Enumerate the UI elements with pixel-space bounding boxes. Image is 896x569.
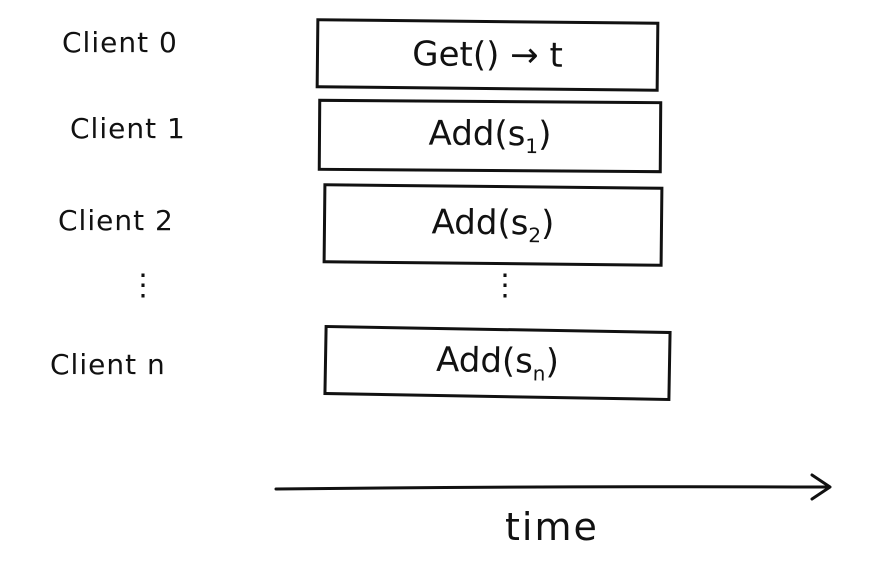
time-axis-label: time: [505, 505, 599, 549]
client-1-operation-box: Add(s1): [317, 98, 663, 174]
operation-ellipsis: ⋮: [490, 268, 520, 303]
client-0-operation-box: Get() → t: [315, 18, 660, 92]
client-2-operation-text: Add(s2): [431, 201, 555, 247]
client-1-operation-text: Add(s1): [428, 113, 552, 158]
client-1-label: Client 1: [70, 112, 186, 145]
client-2-operation-box: Add(s2): [322, 183, 664, 267]
client-n-label: Client n: [50, 348, 166, 381]
time-axis-line: [274, 485, 830, 491]
client-ellipsis: ⋮: [128, 268, 158, 303]
client-0-operation-text: Get() → t: [412, 34, 563, 76]
client-0-label: Client 0: [62, 26, 178, 59]
client-n-operation-text: Add(sn): [435, 339, 560, 386]
client-2-label: Client 2: [58, 204, 174, 237]
client-n-operation-box: Add(sn): [323, 324, 672, 402]
time-axis-arrowhead: [810, 473, 832, 501]
